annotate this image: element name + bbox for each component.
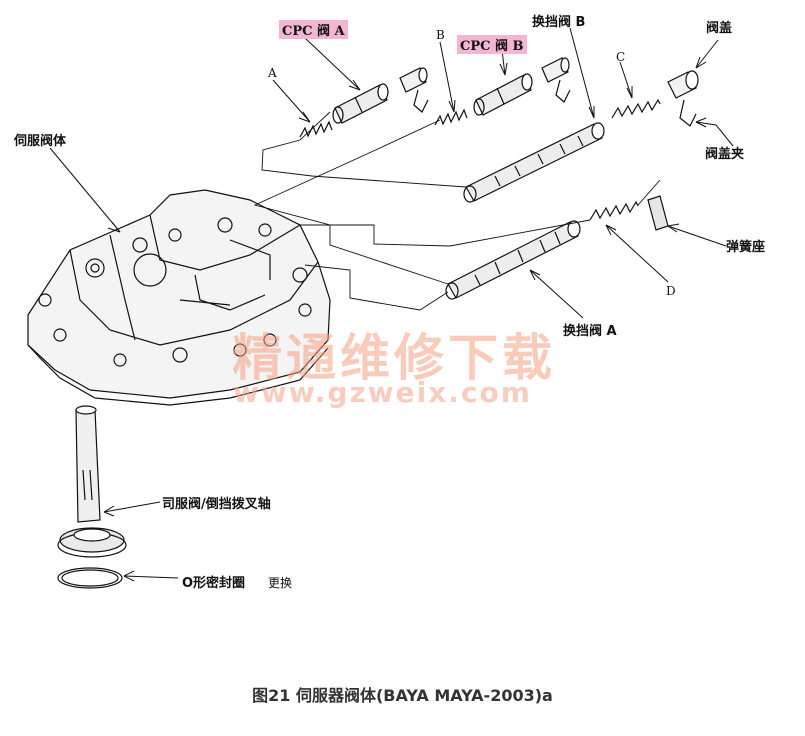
label-valve-cap: 阀盖 [706, 21, 733, 36]
label-a: A [268, 66, 277, 80]
label-d: D [666, 284, 676, 298]
label-b: B [436, 28, 445, 42]
label-cpc-valve-a: CPC 阀 A [279, 20, 348, 39]
cpc-valve-b [473, 57, 571, 116]
leader-lines [49, 27, 734, 582]
servo-shaft [57, 405, 127, 558]
label-shift-valve-a: 换挡阀 A [563, 324, 617, 339]
assembly-lines [253, 111, 661, 311]
spring-d [589, 200, 639, 221]
label-o-ring: O形密封圈 [182, 576, 246, 591]
label-servo-shaft: 司服阀/倒挡拨叉轴 [162, 497, 271, 512]
label-spring-seat: 弹簧座 [726, 240, 766, 255]
label-c: C [616, 50, 626, 64]
shift-valve-b [463, 122, 605, 203]
valve-cap-clip [679, 99, 697, 127]
label-valve-cap-clip: 阀盖夹 [705, 147, 745, 162]
shift-valve-a [445, 220, 581, 300]
spring-seat [647, 195, 669, 231]
spring-c [611, 98, 661, 119]
watermark-text: 精通维修下载 [232, 329, 556, 387]
servo-valve-body [27, 189, 331, 406]
figure-caption: 图21 伺服器阀体(BAYA MAYA-2003)a [252, 686, 553, 705]
cpc-valve-a [332, 67, 429, 124]
label-servo-valve-body: 伺服阀体 [14, 134, 67, 149]
o-ring [57, 567, 123, 589]
label-shift-valve-b: 换挡阀 B [532, 15, 586, 30]
valve-cap [667, 70, 699, 99]
spring-a [299, 120, 333, 138]
label-cpc-valve-b: CPC 阀 B [457, 35, 527, 54]
spring-b [434, 108, 468, 126]
watermark-url: www.gzweix.com [233, 376, 532, 409]
label-replace: 更换 [268, 576, 293, 590]
